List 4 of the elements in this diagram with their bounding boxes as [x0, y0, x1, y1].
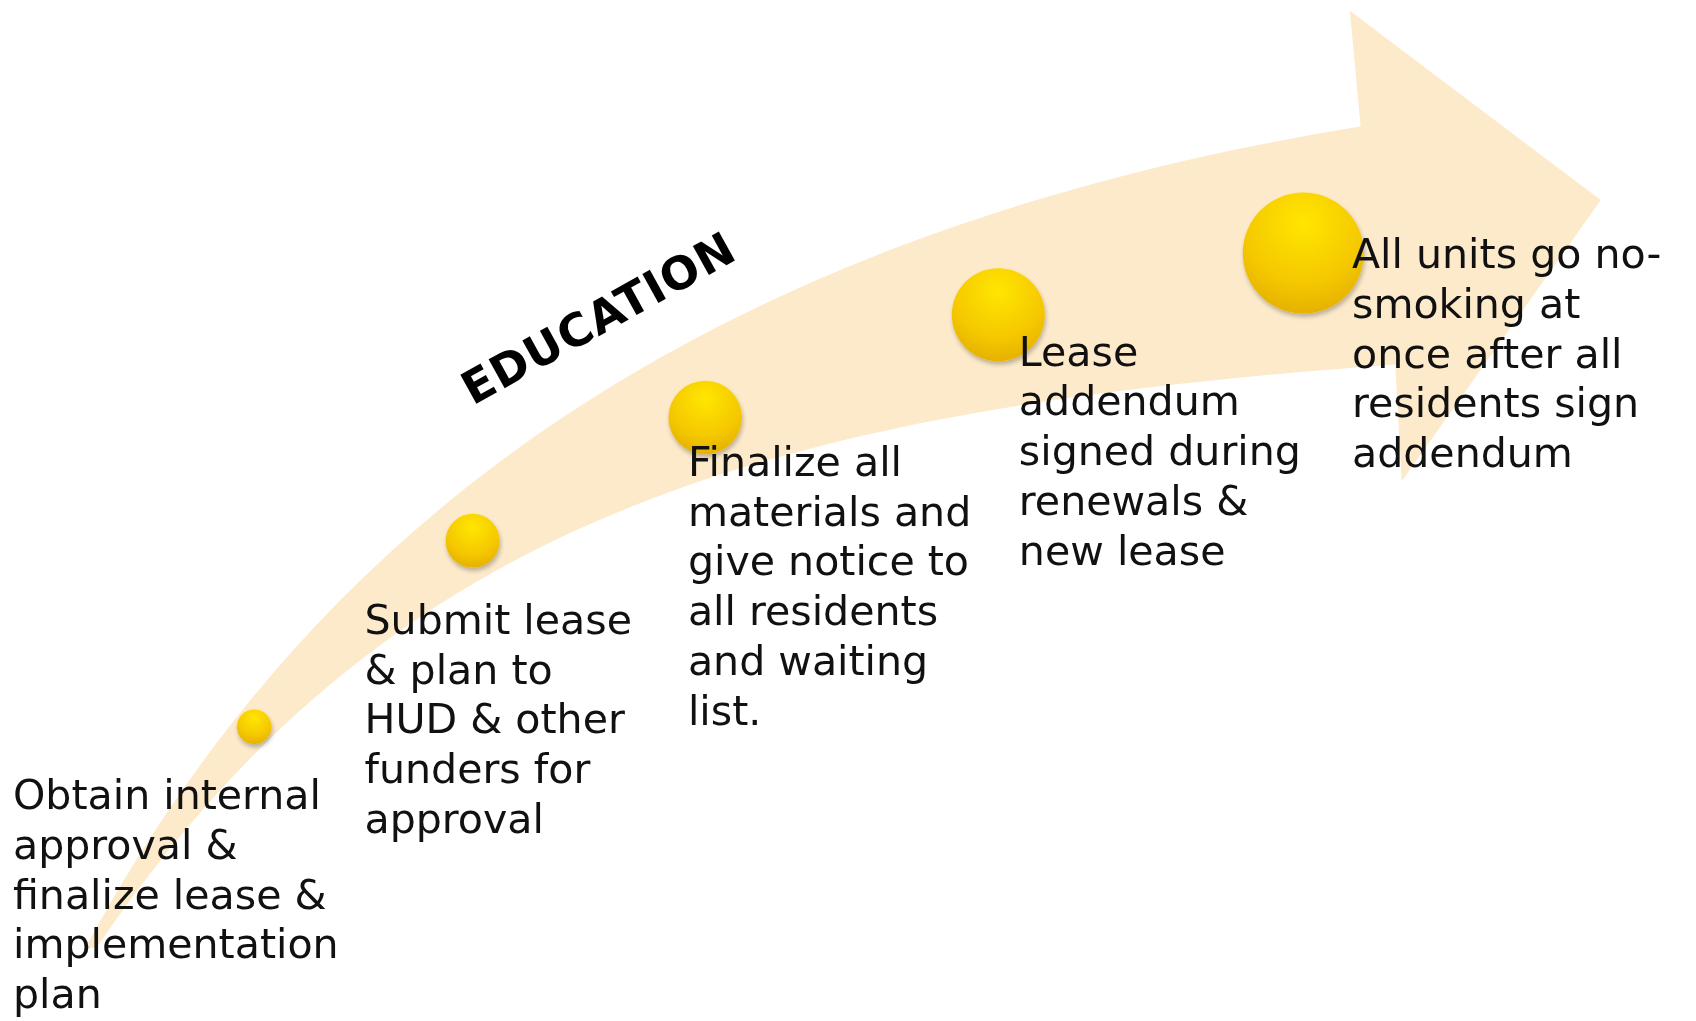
step-description: Obtain internal approval & finalize lease & implementation plan [13, 770, 340, 1019]
step-description: Submit lease & plan to HUD & other funders for approval [364, 594, 633, 844]
step-description: Finalize all materials and give notice to all residents and waiting list. [687, 437, 973, 736]
step-description: Lease addendum signed during renewals & new lease [1018, 326, 1302, 576]
